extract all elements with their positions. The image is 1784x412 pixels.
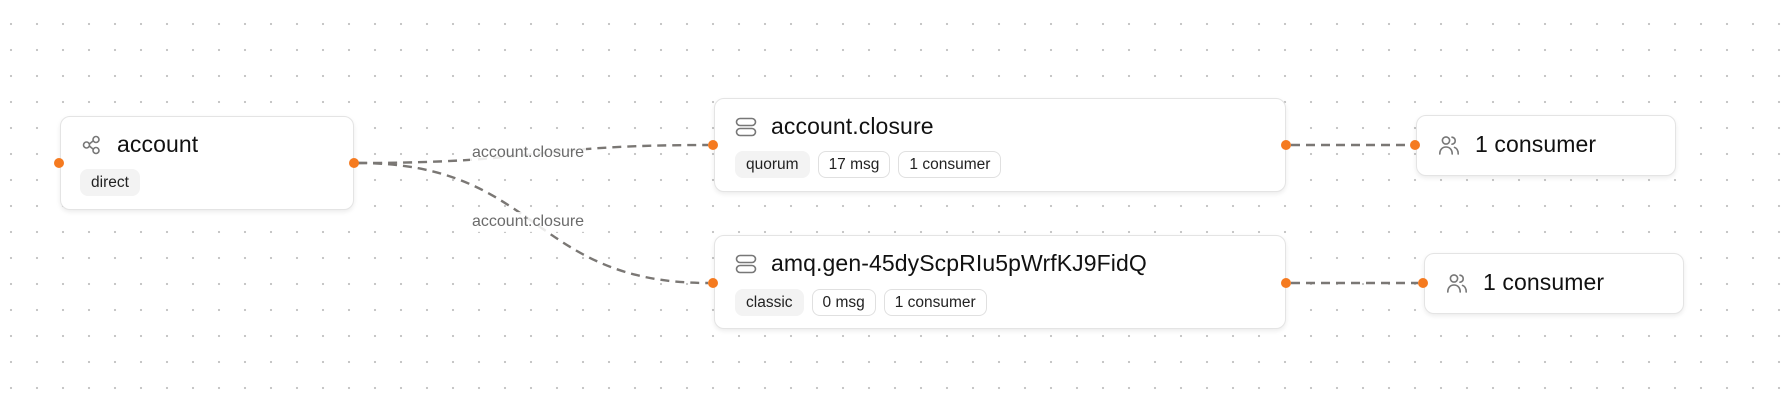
- edge-exchange-to-queue-2[interactable]: [357, 161, 709, 285]
- queue-2-input-handle[interactable]: [708, 278, 718, 288]
- node-title: amq.gen-45dyScpRIu5pWrfKJ9FidQ: [771, 250, 1147, 276]
- consumer-1-input-handle[interactable]: [1410, 140, 1420, 150]
- exchange-type-badge: direct: [80, 169, 140, 196]
- consumer-count-badge: 1 consumer: [898, 151, 1002, 178]
- consumer-node-1[interactable]: 1 consumer: [1416, 115, 1676, 176]
- node-title: 1 consumer: [1483, 269, 1605, 295]
- queue-stack-icon: [735, 116, 757, 138]
- edge-label-routing-key-2: account.closure: [470, 212, 587, 232]
- consumer-count-badge: 1 consumer: [883, 289, 987, 316]
- exchange-output-handle[interactable]: [349, 158, 359, 168]
- queue-node-account-closure[interactable]: account.closure quorum 17 msg 1 consumer: [714, 98, 1286, 192]
- queue-type-badge: quorum: [735, 151, 810, 178]
- edge-exchange-to-queue-1[interactable]: [357, 143, 709, 165]
- edge-label-routing-key-1: account.closure: [470, 143, 587, 163]
- queue-node-amq-gen[interactable]: amq.gen-45dyScpRIu5pWrfKJ9FidQ classic 0…: [714, 235, 1286, 329]
- node-title: 1 consumer: [1475, 131, 1597, 157]
- message-count-badge: 0 msg: [811, 289, 876, 316]
- exchange-node-account[interactable]: account direct: [60, 116, 354, 210]
- consumer-2-input-handle[interactable]: [1418, 278, 1428, 288]
- users-icon: [1437, 133, 1461, 157]
- node-title: account.closure: [771, 113, 934, 139]
- queue-type-badge: classic: [735, 289, 804, 316]
- share-nodes-icon: [81, 134, 103, 156]
- message-count-badge: 17 msg: [817, 151, 891, 178]
- consumer-node-2[interactable]: 1 consumer: [1424, 253, 1684, 314]
- queue-stack-icon: [735, 253, 757, 275]
- exchange-input-handle[interactable]: [54, 158, 64, 168]
- node-title: account: [117, 131, 199, 157]
- queue-1-input-handle[interactable]: [708, 140, 718, 150]
- queue-2-output-handle[interactable]: [1281, 278, 1291, 288]
- queue-1-output-handle[interactable]: [1281, 140, 1291, 150]
- users-icon: [1445, 271, 1469, 295]
